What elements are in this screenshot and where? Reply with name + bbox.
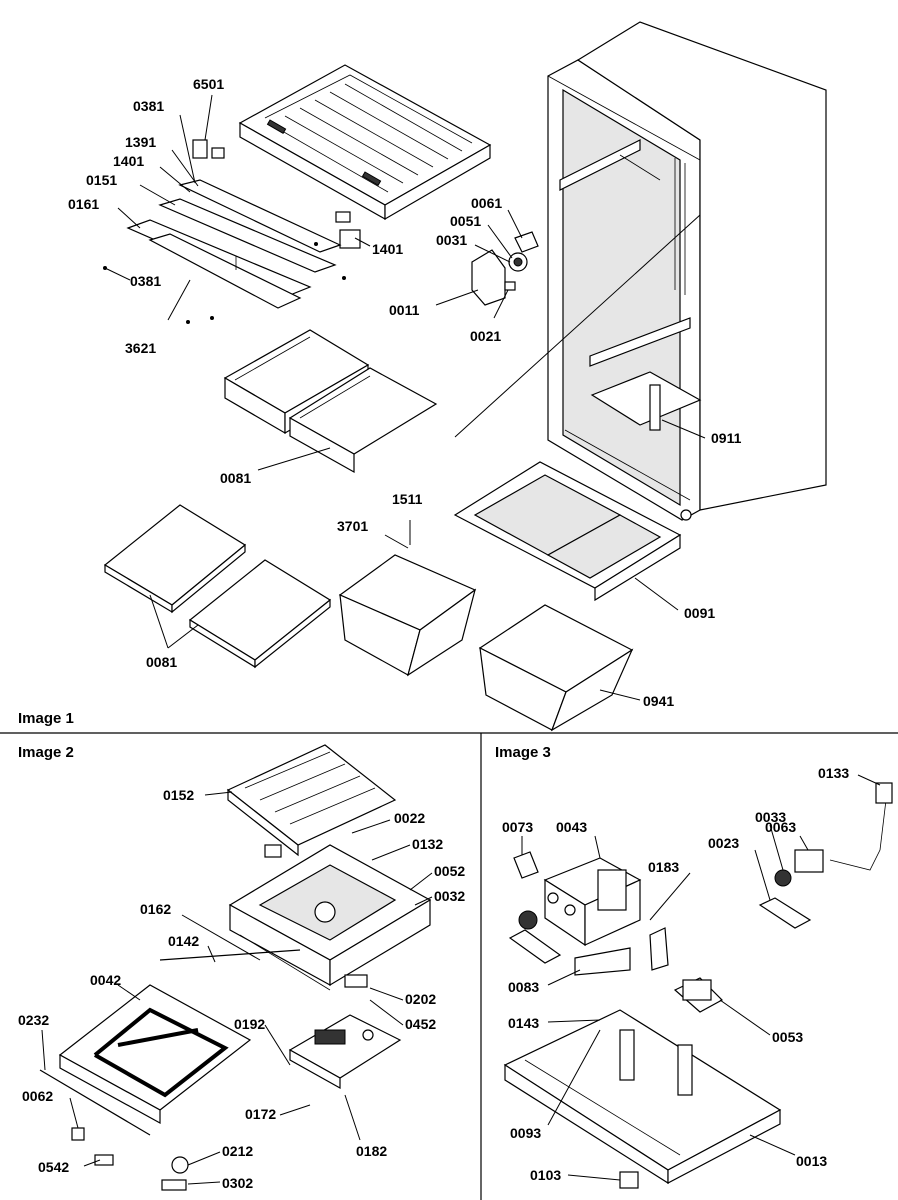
control-bracket [471,231,539,306]
callout-0052: 0052 [434,863,465,879]
image1-title: Image 1 [18,710,74,727]
callout-0161: 0161 [68,196,99,212]
callout-0202: 0202 [405,991,436,1007]
panel-dividers [0,732,898,1200]
callout-0091: 0091 [684,605,715,621]
callout-0023: 0023 [708,835,739,851]
top-shelf [192,64,492,249]
callout-0542: 0542 [38,1159,69,1175]
callout-0232: 0232 [18,1012,49,1028]
crisper-frame [453,461,682,602]
callout-0941: 0941 [643,693,674,709]
image3-drawing: Image 3 [495,744,893,1189]
callout-0053: 0053 [772,1029,803,1045]
callout-0022: 0022 [394,810,425,826]
cover-rail [103,179,346,324]
callout-0011: 0011 [389,302,420,318]
image2-housing [228,844,432,991]
callout-0032: 0032 [434,888,465,904]
callout-0062: 0062 [22,1088,53,1104]
callout-0182: 0182 [356,1143,387,1159]
image3-title: Image 3 [495,744,551,761]
callout-0151: 0151 [86,172,117,188]
callout-0013: 0013 [796,1153,827,1169]
callout-0063: 0063 [765,819,796,835]
callout-0452: 0452 [405,1016,436,1032]
callout-0051: 0051 [450,213,481,229]
image2-title: Image 2 [18,744,74,761]
callout-0083: 0083 [508,979,539,995]
callout-0021: 0021 [470,328,501,344]
image3-callouts: 0133 0073 0063 0043 0033 0183 0023 0083 … [502,765,849,1183]
callout-0103: 0103 [530,1167,561,1183]
callout-1401-left: 1401 [113,153,144,169]
callout-0192: 0192 [234,1016,265,1032]
image2-board [288,1014,402,1090]
callout-0142: 0142 [168,933,199,949]
callout-0061: 0061 [471,195,502,211]
cabinet [547,21,827,521]
image3-damper [673,782,893,1013]
image2-leaders [41,791,433,1185]
callout-0143: 0143 [508,1015,539,1031]
callout-0031: 0031 [436,232,467,248]
callout-0152: 0152 [163,787,194,803]
image2-callouts: 0152 0022 0132 0052 0032 0162 0142 0042 … [18,787,465,1191]
image1-drawing: 6501 0381 1391 1401 0151 0161 0381 3621 … [18,21,827,732]
lower-shelves [103,504,332,669]
callout-0381-bottom: 0381 [130,273,161,289]
callout-0183: 0183 [648,859,679,875]
image1-leaders [104,94,706,701]
callout-0093: 0093 [510,1125,541,1141]
callout-0302: 0302 [222,1175,253,1191]
callout-1401-right: 1401 [372,241,403,257]
callout-0381-top: 0381 [133,98,164,114]
callout-1511: 1511 [392,491,423,507]
image1-callouts: 6501 0381 1391 1401 0151 0161 0381 3621 … [18,76,742,727]
image3-motor [508,851,669,976]
crisper-bins [338,554,634,732]
image2-cover [226,744,397,857]
image2-drawing: Image 2 [18,744,465,1191]
image2-frame [39,984,252,1191]
callout-0212: 0212 [222,1143,253,1159]
callout-0081-upper: 0081 [220,470,251,486]
callout-1391: 1391 [125,134,156,150]
callout-0043: 0043 [556,819,587,835]
callout-3701: 3701 [337,518,368,534]
callout-6501: 6501 [193,76,224,92]
callout-3621: 3621 [125,340,156,356]
callout-0162: 0162 [140,901,171,917]
callout-0033: 0033 [755,809,786,825]
middle-shelves [223,329,438,474]
callout-0911: 0911 [711,430,742,446]
callout-0073: 0073 [502,819,533,835]
callout-0132: 0132 [412,836,443,852]
callout-0172: 0172 [245,1106,276,1122]
callout-0133: 0133 [818,765,849,781]
image3-base [503,1009,782,1189]
callout-0081-lower: 0081 [146,654,177,670]
callout-0042: 0042 [90,972,121,988]
image3-leaders [521,774,881,1181]
